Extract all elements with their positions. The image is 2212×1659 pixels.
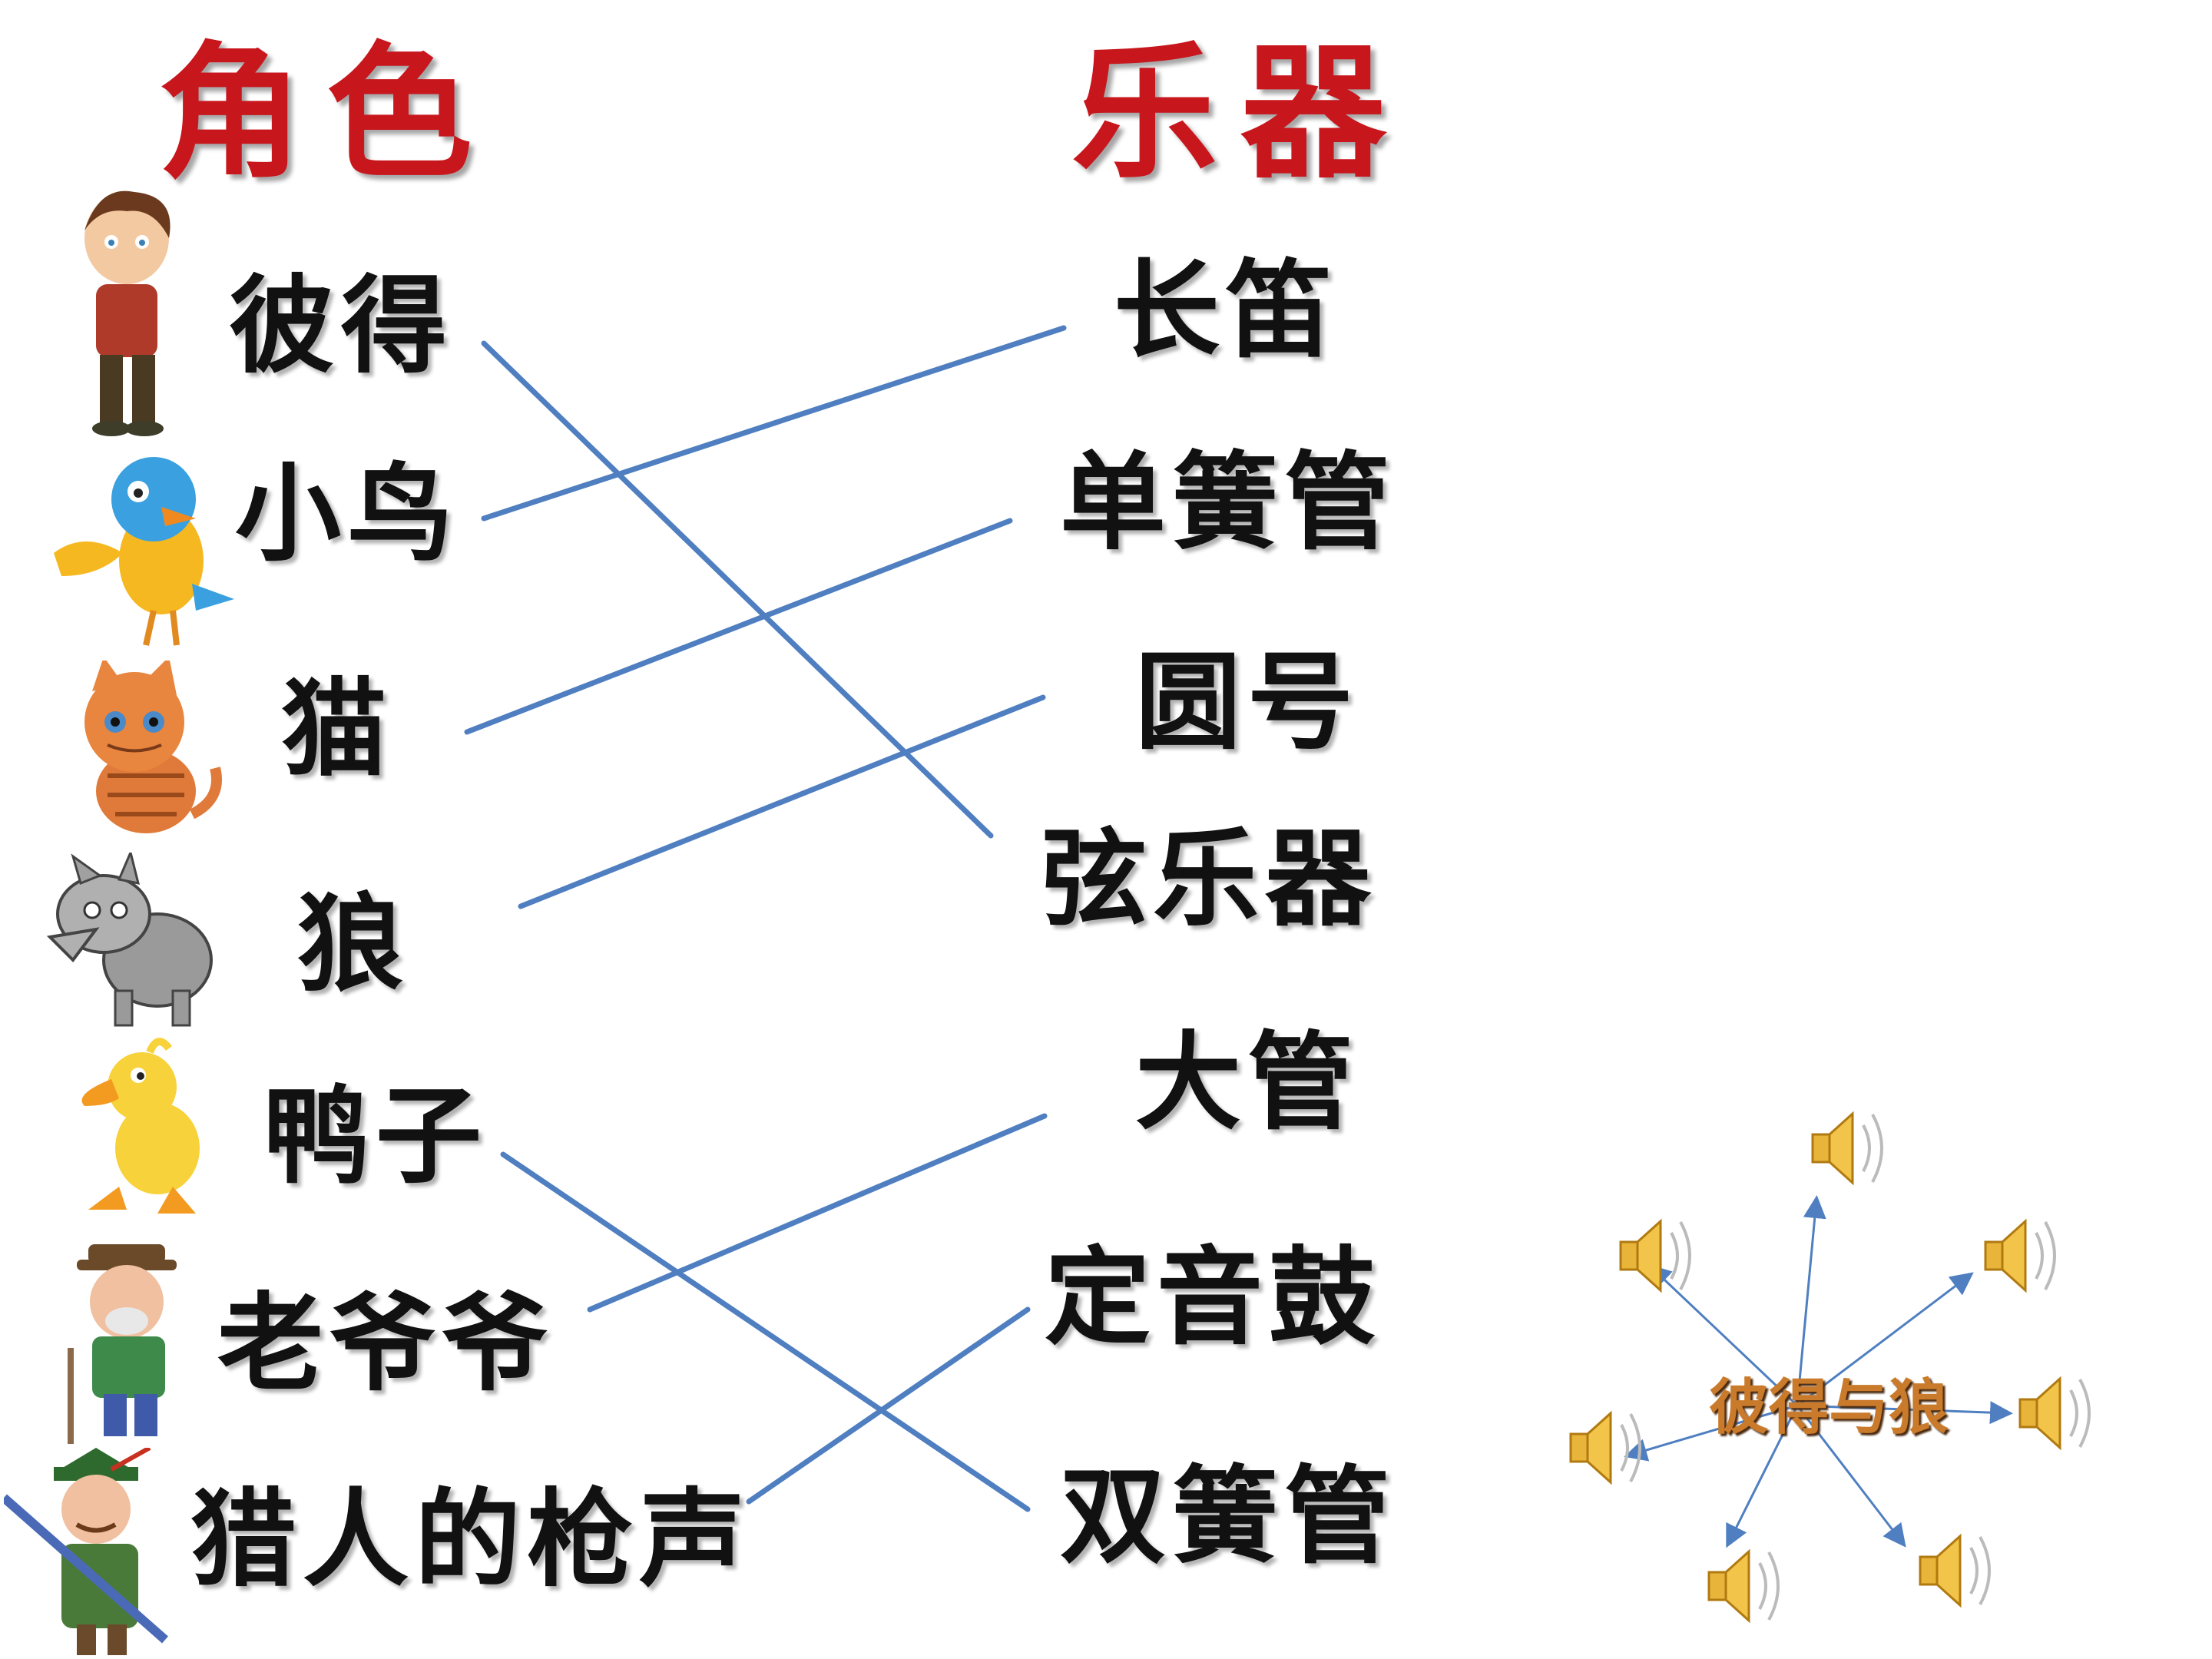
role-label-wolf: 狼 xyxy=(297,881,410,1006)
connector-grandpa-bassoon xyxy=(587,1113,1048,1313)
connector-hunter-timpani xyxy=(746,1306,1031,1505)
role-label-duck: 鸭子 xyxy=(263,1073,488,1198)
instrument-label-timpani: 定音鼓 xyxy=(1045,1234,1382,1359)
speaker-icon xyxy=(2018,1377,2091,1449)
speaker-icon xyxy=(1919,1535,1991,1607)
role-label-grandpa: 老爷爷 xyxy=(217,1280,555,1406)
role-label-peter: 彼得 xyxy=(229,263,454,388)
instrument-label-bassoon: 大管 xyxy=(1135,1019,1360,1144)
peter-illustration xyxy=(84,190,171,436)
instruments-heading: 乐器 xyxy=(1071,27,1410,198)
role-label-bird: 小鸟 xyxy=(235,451,460,576)
roles-heading: 角色 xyxy=(157,27,496,198)
connector-wolf-horn xyxy=(518,694,1046,909)
speaker-icon xyxy=(1619,1220,1691,1292)
duck-illustration xyxy=(81,1038,200,1214)
instrument-label-clarinet: 单簧管 xyxy=(1060,439,1397,565)
connector-bird-flute xyxy=(481,325,1067,522)
role-label-hunter: 猎人的枪声 xyxy=(190,1476,752,1601)
grandpa-illustration xyxy=(68,1244,177,1444)
instrument-label-oboe: 双簧管 xyxy=(1060,1453,1397,1578)
role-label-cat: 猫 xyxy=(281,666,394,791)
connector-duck-oboe xyxy=(500,1151,1031,1512)
instrument-label-horn: 圆号 xyxy=(1135,639,1360,764)
hunter-illustration xyxy=(4,1448,168,1655)
peter-and-wolf-logo[interactable]: 彼得与狼 xyxy=(1709,1373,1949,1442)
wolf-illustration xyxy=(46,853,213,1027)
speaker-icon xyxy=(1707,1550,1780,1622)
cat-illustration xyxy=(84,661,222,833)
connector-cat-clarinet xyxy=(464,518,1013,735)
instrument-label-strings: 弦乐器 xyxy=(1041,816,1378,941)
instrument-label-flute: 长笛 xyxy=(1114,247,1339,373)
speaker-icon xyxy=(1984,1220,2056,1292)
speaker-icon xyxy=(1811,1112,1883,1184)
bird-illustration xyxy=(54,457,234,646)
speaker-icon xyxy=(1569,1412,1641,1484)
